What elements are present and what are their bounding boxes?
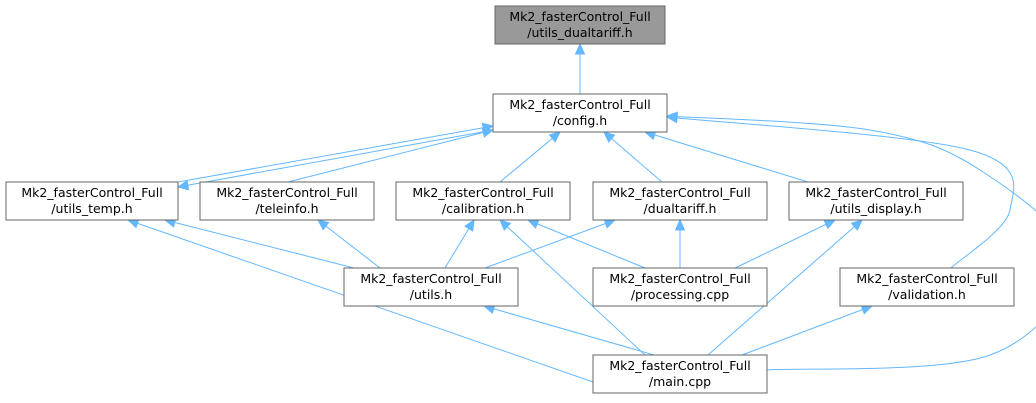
- node-label-line2: /main.cpp: [649, 374, 711, 389]
- node-box: [592, 181, 768, 221]
- node-validation-h[interactable]: Mk2_fasterControl_Full/validation.h: [839, 267, 1015, 307]
- node-box: [494, 5, 666, 45]
- node-label-line2: /utils.h: [410, 287, 452, 302]
- node-utils-dualtariff-h: Mk2_fasterControl_Full/utils_dualtariff.…: [494, 5, 666, 45]
- edge-config_h-to-utils_dualtariff_h: [574, 42, 586, 94]
- edge-line: [734, 219, 836, 269]
- node-label-line1: Mk2_fasterControl_Full: [216, 185, 357, 200]
- node-label-line1: Mk2_fasterControl_Full: [856, 271, 997, 286]
- edge-arrowhead: [481, 127, 495, 138]
- edge-line: [177, 125, 494, 183]
- edge-arrowhead: [176, 179, 190, 191]
- node-box: [199, 181, 375, 221]
- node-box: [839, 267, 1015, 307]
- edge-main_cpp-to-calibration_h: [499, 219, 646, 356]
- edges-layer: [126, 42, 1036, 383]
- edge-utils_h-to-dualtariff_h: [484, 218, 617, 269]
- node-box: [343, 267, 519, 307]
- edge-arrowhead: [603, 131, 616, 143]
- edge-dualtariff_h-to-config_h: [603, 131, 663, 183]
- node-utils-temp-h[interactable]: Mk2_fasterControl_Full/utils_temp.h: [5, 181, 179, 221]
- edge-arrowhead: [317, 219, 330, 231]
- edge-line: [177, 129, 494, 188]
- edge-main_cpp-to-utils_display_h: [707, 219, 863, 356]
- node-label-line1: Mk2_fasterControl_Full: [609, 271, 750, 286]
- node-main-cpp[interactable]: Mk2_fasterControl_Full/main.cpp: [592, 354, 768, 394]
- node-utils-h[interactable]: Mk2_fasterControl_Full/utils.h: [343, 267, 519, 307]
- node-calibration-h[interactable]: Mk2_fasterControl_Full/calibration.h: [395, 181, 571, 221]
- edge-arrowhead: [574, 42, 586, 55]
- node-label-line2: /utils_temp.h: [51, 201, 132, 216]
- edge-main_cpp-to-validation_h: [741, 304, 874, 356]
- node-label-line1: Mk2_fasterControl_Full: [21, 185, 162, 200]
- edge-utils_temp_h-to-config_h: [177, 122, 495, 183]
- node-label-line1: Mk2_fasterControl_Full: [509, 9, 650, 24]
- edge-line: [499, 131, 561, 183]
- edge-utils_h-to-calibration_h: [444, 218, 475, 269]
- edge-arrowhead: [464, 218, 475, 232]
- edge-arrowhead: [499, 219, 512, 232]
- edge-arrowhead: [823, 219, 837, 230]
- edge-line: [741, 305, 873, 356]
- edge-line: [287, 129, 494, 183]
- edge-line: [164, 219, 355, 269]
- edge-processing_cpp-to-dualtariff_h: [674, 218, 686, 268]
- node-utils-display-h[interactable]: Mk2_fasterControl_Full/utils_display.h: [788, 181, 964, 221]
- node-processing-cpp[interactable]: Mk2_fasterControl_Full/processing.cpp: [592, 267, 768, 307]
- edge-arrowhead: [603, 218, 617, 229]
- nodes-layer: Mk2_fasterControl_Full/utils_dualtariff.…: [5, 5, 1015, 394]
- node-label-line1: Mk2_fasterControl_Full: [412, 185, 553, 200]
- edge-line: [644, 131, 809, 183]
- node-teleinfo-h[interactable]: Mk2_fasterControl_Full/teleinfo.h: [199, 181, 375, 221]
- edge-utils_h-to-teleinfo_h: [317, 219, 381, 269]
- node-box: [592, 354, 768, 394]
- node-box: [592, 267, 768, 307]
- edge-line: [527, 219, 646, 269]
- node-box: [788, 181, 964, 221]
- node-box: [492, 93, 668, 133]
- edge-calibration_h-to-config_h: [499, 131, 561, 183]
- edge-config_h-to-utils_temp_h: [176, 129, 494, 191]
- edge-teleinfo_h-to-config_h: [287, 127, 495, 183]
- node-label-line2: /dualtariff.h: [644, 201, 717, 216]
- node-label-line2: /config.h: [553, 113, 607, 128]
- edge-line: [603, 131, 663, 183]
- edge-main_cpp-to-config_h: [665, 111, 1036, 371]
- edge-line: [483, 305, 655, 356]
- edge-arrowhead: [665, 111, 678, 122]
- edge-processing_cpp-to-utils_display_h: [734, 219, 837, 269]
- node-label-line2: /validation.h: [888, 287, 966, 302]
- node-label-line1: Mk2_fasterControl_Full: [509, 97, 650, 112]
- node-box: [395, 181, 571, 221]
- edge-arrowhead: [860, 304, 874, 315]
- node-label-line2: /utils_display.h: [830, 201, 921, 216]
- node-config-h[interactable]: Mk2_fasterControl_Full/config.h: [492, 93, 668, 133]
- node-label-line1: Mk2_fasterControl_Full: [609, 185, 750, 200]
- node-label-line1: Mk2_fasterControl_Full: [609, 358, 750, 373]
- edge-line: [666, 116, 1015, 269]
- edge-arrowhead: [526, 219, 540, 229]
- edge-main_cpp-to-utils_h: [482, 303, 655, 356]
- edge-utils_display_h-to-config_h: [643, 130, 809, 183]
- node-label-line1: Mk2_fasterControl_Full: [360, 271, 501, 286]
- edge-line: [317, 219, 381, 269]
- node-label-line2: /calibration.h: [442, 201, 524, 216]
- edge-line: [499, 219, 646, 356]
- edge-processing_cpp-to-calibration_h: [526, 219, 646, 269]
- node-label-line2: /utils_dualtariff.h: [527, 25, 632, 40]
- node-label-line2: /processing.cpp: [631, 287, 729, 302]
- node-label-line1: Mk2_fasterControl_Full: [805, 185, 946, 200]
- edge-line: [707, 219, 863, 356]
- edge-arrowhead: [674, 218, 686, 231]
- edge-arrowhead: [548, 131, 561, 143]
- node-box: [5, 181, 179, 221]
- node-dualtariff-h[interactable]: Mk2_fasterControl_Full/dualtariff.h: [592, 181, 768, 221]
- node-label-line2: /teleinfo.h: [255, 201, 318, 216]
- edge-arrowhead: [850, 219, 863, 231]
- edge-line: [666, 115, 1036, 371]
- edge-line: [484, 219, 616, 269]
